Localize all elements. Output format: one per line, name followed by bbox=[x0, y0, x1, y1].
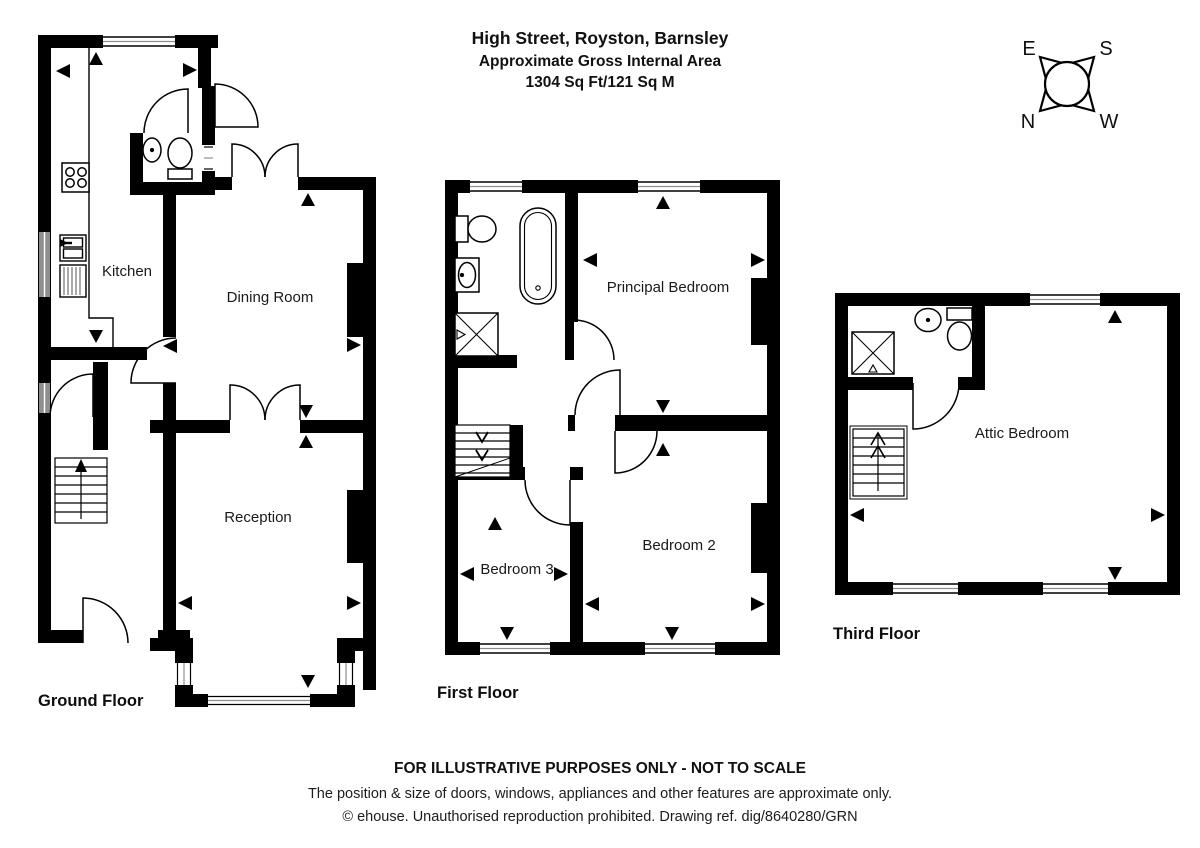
window bbox=[470, 180, 522, 193]
chimney-breast bbox=[347, 263, 363, 337]
window bbox=[208, 694, 310, 707]
subtitle-area: Approximate Gross Internal Area bbox=[478, 53, 722, 70]
compass-south-label: S bbox=[1099, 38, 1112, 60]
door-arc bbox=[49, 83, 301, 644]
compass-rose-icon: E S N W bbox=[1021, 38, 1119, 133]
door-arc bbox=[912, 382, 960, 430]
stairs-direction-chevron bbox=[475, 431, 489, 444]
window bbox=[1030, 293, 1100, 306]
window bbox=[175, 663, 193, 685]
room-label-dining: Dining Room bbox=[227, 289, 314, 306]
shower-icon bbox=[454, 312, 499, 357]
disclaimer-line-2: The position & size of doors, windows, a… bbox=[307, 786, 893, 802]
window bbox=[893, 582, 958, 595]
first-floor-plan: Principal Bedroom Bedroom 2 Bedroom 3 bbox=[445, 180, 780, 655]
chimney-breast bbox=[751, 278, 767, 345]
hob-icon bbox=[61, 162, 90, 193]
room-label-bedroom-3: Bedroom 3 bbox=[480, 561, 553, 578]
shower-icon bbox=[851, 331, 895, 375]
disclaimer-line-1: FOR ILLUSTRATIVE PURPOSES ONLY - NOT TO … bbox=[394, 760, 806, 777]
arrow-marker bbox=[460, 196, 765, 640]
window bbox=[638, 180, 700, 193]
first-floor-title: First Floor bbox=[437, 684, 519, 702]
window bbox=[480, 642, 550, 655]
page-title: High Street, Royston, Barnsley bbox=[471, 28, 729, 48]
kitchen-counter bbox=[88, 48, 114, 347]
window bbox=[103, 35, 175, 48]
sink-icon bbox=[59, 234, 87, 298]
basin-icon bbox=[914, 307, 942, 333]
compass-east-label: E bbox=[1022, 38, 1035, 60]
ground-floor-title: Ground Floor bbox=[38, 692, 144, 710]
stairs bbox=[54, 457, 108, 524]
bathtub-icon bbox=[519, 207, 557, 305]
stairs-up-arrow bbox=[75, 459, 87, 472]
compass-circle bbox=[1043, 60, 1091, 108]
room-label-principal-bedroom: Principal Bedroom bbox=[607, 279, 730, 296]
room-label-attic-bedroom: Attic Bedroom bbox=[975, 425, 1069, 442]
stairs bbox=[454, 424, 511, 478]
subtitle-size: 1304 Sq Ft/121 Sq M bbox=[525, 74, 675, 91]
stairs-direction-chevron bbox=[870, 431, 886, 446]
disclaimer-block: FOR ILLUSTRATIVE PURPOSES ONLY - NOT TO … bbox=[0, 760, 1200, 825]
open-door-leaf bbox=[565, 320, 574, 360]
wall-segments bbox=[445, 180, 780, 655]
chimney-breast bbox=[751, 503, 767, 573]
window bbox=[1043, 582, 1108, 595]
toilet-icon bbox=[454, 215, 497, 243]
window bbox=[202, 145, 215, 171]
third-floor-plan: Attic Bedroom bbox=[835, 293, 1180, 595]
ground-floor-plan: Kitchen Dining Room Reception bbox=[38, 35, 376, 707]
toilet-icon bbox=[167, 137, 193, 180]
compass-west-label: W bbox=[1100, 111, 1119, 133]
door-arc bbox=[524, 319, 658, 526]
arrow-marker bbox=[56, 52, 361, 688]
toilet-icon bbox=[946, 307, 973, 351]
compass-points bbox=[1038, 55, 1096, 113]
disclaimer-line-3: © ehouse. Unauthorised reproduction proh… bbox=[342, 809, 858, 825]
window bbox=[337, 663, 355, 685]
arrow-marker bbox=[850, 310, 1165, 580]
third-floor-title: Third Floor bbox=[833, 625, 921, 643]
room-label-reception: Reception bbox=[224, 509, 292, 526]
room-label-bedroom-2: Bedroom 2 bbox=[642, 537, 715, 554]
stairs-direction-chevron bbox=[870, 444, 886, 459]
compass-north-label: N bbox=[1021, 111, 1035, 133]
stairs bbox=[849, 425, 908, 500]
basin-icon bbox=[142, 137, 162, 163]
basin-icon bbox=[454, 257, 480, 293]
title-block: High Street, Royston, Barnsley Approxima… bbox=[300, 28, 900, 92]
room-label-kitchen: Kitchen bbox=[102, 263, 152, 280]
window bbox=[645, 642, 715, 655]
window bbox=[39, 383, 50, 413]
chimney-breast bbox=[347, 490, 363, 563]
window bbox=[39, 232, 50, 297]
stairs-direction-chevron bbox=[475, 449, 489, 462]
